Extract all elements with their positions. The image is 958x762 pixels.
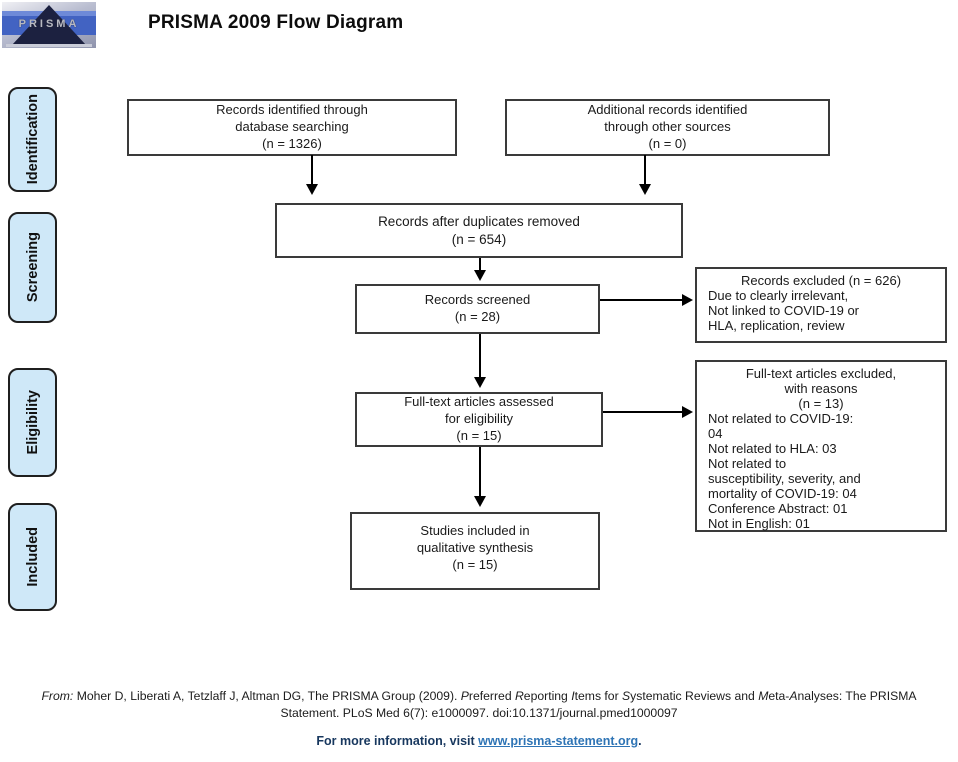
arrow-screened-to-excluded [600,299,683,301]
prisma-logo: PRISMA [2,2,96,48]
arrow-fulltext-to-excluded [603,411,683,413]
box-records-screened: Records screened (n = 28) [355,284,600,334]
arrow-database-to-duplicates [311,155,313,185]
logo-text: PRISMA [18,18,80,30]
box-additional-records-other-sources: Additional records identified through ot… [505,99,830,156]
phase-label-included: Included [8,503,57,611]
phase-label-eligibility: Eligibility [8,368,57,477]
arrow-screened-to-fulltext [479,334,481,378]
box-fulltext-excluded: Full-text articles excluded, with reason… [695,360,947,532]
phase-label-identification: Identification [8,87,57,192]
arrow-duplicates-to-screened [479,258,481,271]
phase-label-text: Included [24,527,41,587]
records-excluded-title: Records excluded (n = 626) [740,273,902,288]
page-title: PRISMA 2009 Flow Diagram [148,12,404,33]
pyramid-icon [12,5,86,45]
records-excluded-reasons: Due to clearly irrelevant, Not linked to… [708,288,860,333]
box-records-after-duplicates: Records after duplicates removed (n = 65… [275,203,683,258]
box-records-excluded: Records excluded (n = 626) Due to clearl… [695,267,947,343]
phase-label-text: Eligibility [24,390,41,455]
phase-label-text: Screening [24,232,41,303]
arrow-fulltext-to-included [479,447,481,497]
footer-info-suffix: . [638,734,642,748]
logo-base [6,44,92,47]
fulltext-excluded-title: Full-text articles excluded, with reason… [745,366,897,411]
phase-label-screening: Screening [8,212,57,323]
citation-line: From: Moher D, Liberati A, Tetzlaff J, A… [41,689,917,721]
footer-info: For more information, visit www.prisma-s… [0,734,958,748]
box-records-identified-database: Records identified through database sear… [127,99,457,156]
box-fulltext-assessed: Full-text articles assessed for eligibil… [355,392,603,447]
fulltext-excluded-reasons: Not related to COVID-19: 04 Not related … [708,411,861,531]
prisma-statement-link[interactable]: www.prisma-statement.org [478,734,639,748]
phase-label-text: Identification [24,94,41,185]
footer-info-prefix: For more information, visit [316,734,479,748]
box-studies-included: Studies included in qualitative synthesi… [350,512,600,590]
arrow-other-to-duplicates [644,155,646,185]
